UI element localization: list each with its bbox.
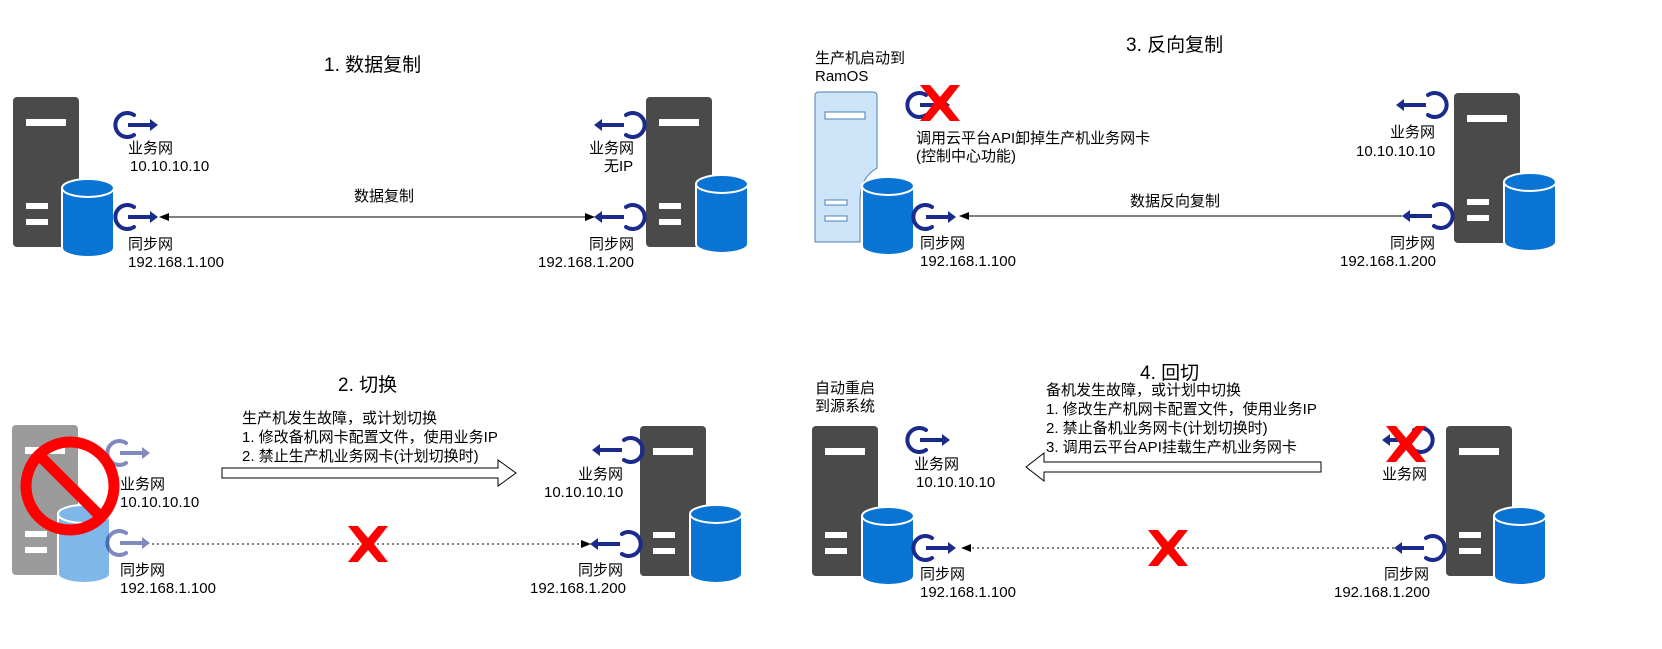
panel4-right-database (1493, 506, 1547, 586)
panel2-step: 2. 禁止生产机业务网卡(计划切换时) (242, 448, 479, 465)
panel3-right-sync-net-label: 同步网 (1390, 235, 1436, 252)
panel4-right-sync-nic-icon (1392, 534, 1447, 562)
panel1-right-biz-ip: 无IP (604, 158, 634, 175)
panel1-left-sync-net-label: 同步网 (128, 236, 174, 253)
panel4-right-sync-net-label: 同步网 (1384, 566, 1430, 583)
panel3-right-biz-ip: 10.10.10.10 (1356, 143, 1436, 160)
panel2-right-biz-net-label: 业务网 (578, 466, 624, 483)
panel4-left-biz-net-label: 业务网 (914, 456, 960, 473)
panel4-right-biz-net-label: 业务网 (1382, 466, 1428, 483)
panel3-left-status: 生产机启动到 RamOS (815, 50, 906, 85)
panel1-left-biz-nic-icon (113, 111, 160, 139)
panel1-left-database (61, 178, 115, 258)
panel2-left-biz-ip: 10.10.10.10 (120, 494, 200, 511)
panel1-right-database (695, 174, 749, 254)
panel3-left-database (861, 176, 915, 256)
panel2-right-biz-nic-icon (590, 436, 645, 464)
panel1-left-sync-nic-icon (113, 203, 160, 231)
panel4-title: 4. 回切 (1140, 363, 1200, 384)
panel2-right-sync-nic-icon (588, 530, 643, 558)
panel4-biz-nic-cross-icon (1386, 426, 1426, 462)
panel4-step: 3. 调用云平台API挂载生产机业务网卡 (1046, 439, 1297, 456)
panel2-right-database (689, 504, 743, 584)
panel4-left-status: 自动重启 到源系统 (815, 380, 876, 415)
panel1-title: 1. 数据复制 (324, 55, 422, 76)
panel1-right-biz-nic-icon (592, 111, 647, 139)
panel2-left-sync-ip: 192.168.1.100 (120, 580, 216, 597)
panel2-switch-arrow (221, 459, 517, 487)
panel2-left-sync-nic-icon (105, 529, 152, 557)
panel1-left-biz-net-label: 业务网 (128, 140, 174, 157)
panel4-left-biz-nic-icon (905, 426, 952, 454)
panel4-step: 2. 禁止备机业务网卡(计划切换时) (1046, 420, 1268, 437)
panel4-left-biz-ip: 10.10.10.10 (916, 474, 996, 491)
panel3-left-sync-net-label: 同步网 (920, 235, 966, 252)
forbidden-icon (20, 436, 120, 536)
panel4-right-sync-ip: 192.168.1.200 (1334, 584, 1430, 601)
panel4-left-sync-nic-icon (911, 534, 958, 562)
panel1-left-sync-ip: 192.168.1.100 (128, 254, 224, 271)
panel3-right-sync-nic-icon (1400, 202, 1455, 230)
panel4-failback-arrow (1025, 451, 1322, 483)
panel2-left-biz-nic-icon (105, 439, 152, 467)
panel3-nic-note: 调用云平台API卸掉生产机业务网卡 (控制中心功能) (916, 130, 1151, 165)
panel2-right-sync-net-label: 同步网 (578, 562, 624, 579)
panel2-step: 生产机发生故障，或计划切换 (242, 410, 438, 427)
panel2-left-sync-net-label: 同步网 (120, 562, 166, 579)
panel1-link-label: 数据复制 (354, 188, 415, 205)
panel3-right-biz-nic-icon (1394, 91, 1449, 119)
panel1-right-sync-nic-icon (592, 203, 647, 231)
panel3-title: 3. 反向复制 (1126, 35, 1224, 56)
panel2-step: 1. 修改备机网卡配置文件，使用业务IP (242, 429, 498, 446)
panel4-left-sync-ip: 192.168.1.100 (920, 584, 1016, 601)
panel1-right-sync-net-label: 同步网 (589, 236, 635, 253)
panel2-title: 2. 切换 (338, 375, 398, 396)
panel2-left-biz-net-label: 业务网 (120, 476, 166, 493)
panel3-left-sync-nic-icon (911, 203, 958, 231)
panel2-right-biz-ip: 10.10.10.10 (544, 484, 624, 501)
panel1-right-biz-net-label: 业务网 (589, 140, 635, 157)
panel4-left-sync-net-label: 同步网 (920, 566, 966, 583)
panel1-right-sync-ip: 192.168.1.200 (538, 254, 634, 271)
panel1-left-biz-ip: 10.10.10.10 (130, 158, 210, 175)
panel3-right-sync-ip: 192.168.1.200 (1340, 253, 1436, 270)
panel4-step: 1. 修改生产机网卡配置文件，使用业务IP (1046, 401, 1317, 418)
panel3-link-label: 数据反向复制 (1130, 193, 1221, 210)
panel3-right-database (1503, 172, 1557, 252)
panel2-steps: 生产机发生故障，或计划切换 1. 修改备机网卡配置文件，使用业务IP 2. 禁止… (242, 409, 498, 466)
panel4-step: 备机发生故障，或计划中切换 (1046, 382, 1242, 399)
panel3-left-server-ramos (814, 91, 878, 243)
panel3-left-sync-ip: 192.168.1.100 (920, 253, 1016, 270)
panel4-steps: 备机发生故障，或计划中切换 1. 修改生产机网卡配置文件，使用业务IP 2. 禁… (1046, 381, 1317, 457)
panel4-left-database (861, 506, 915, 586)
panel2-right-sync-ip: 192.168.1.200 (530, 580, 626, 597)
panel3-right-biz-net-label: 业务网 (1390, 124, 1436, 141)
